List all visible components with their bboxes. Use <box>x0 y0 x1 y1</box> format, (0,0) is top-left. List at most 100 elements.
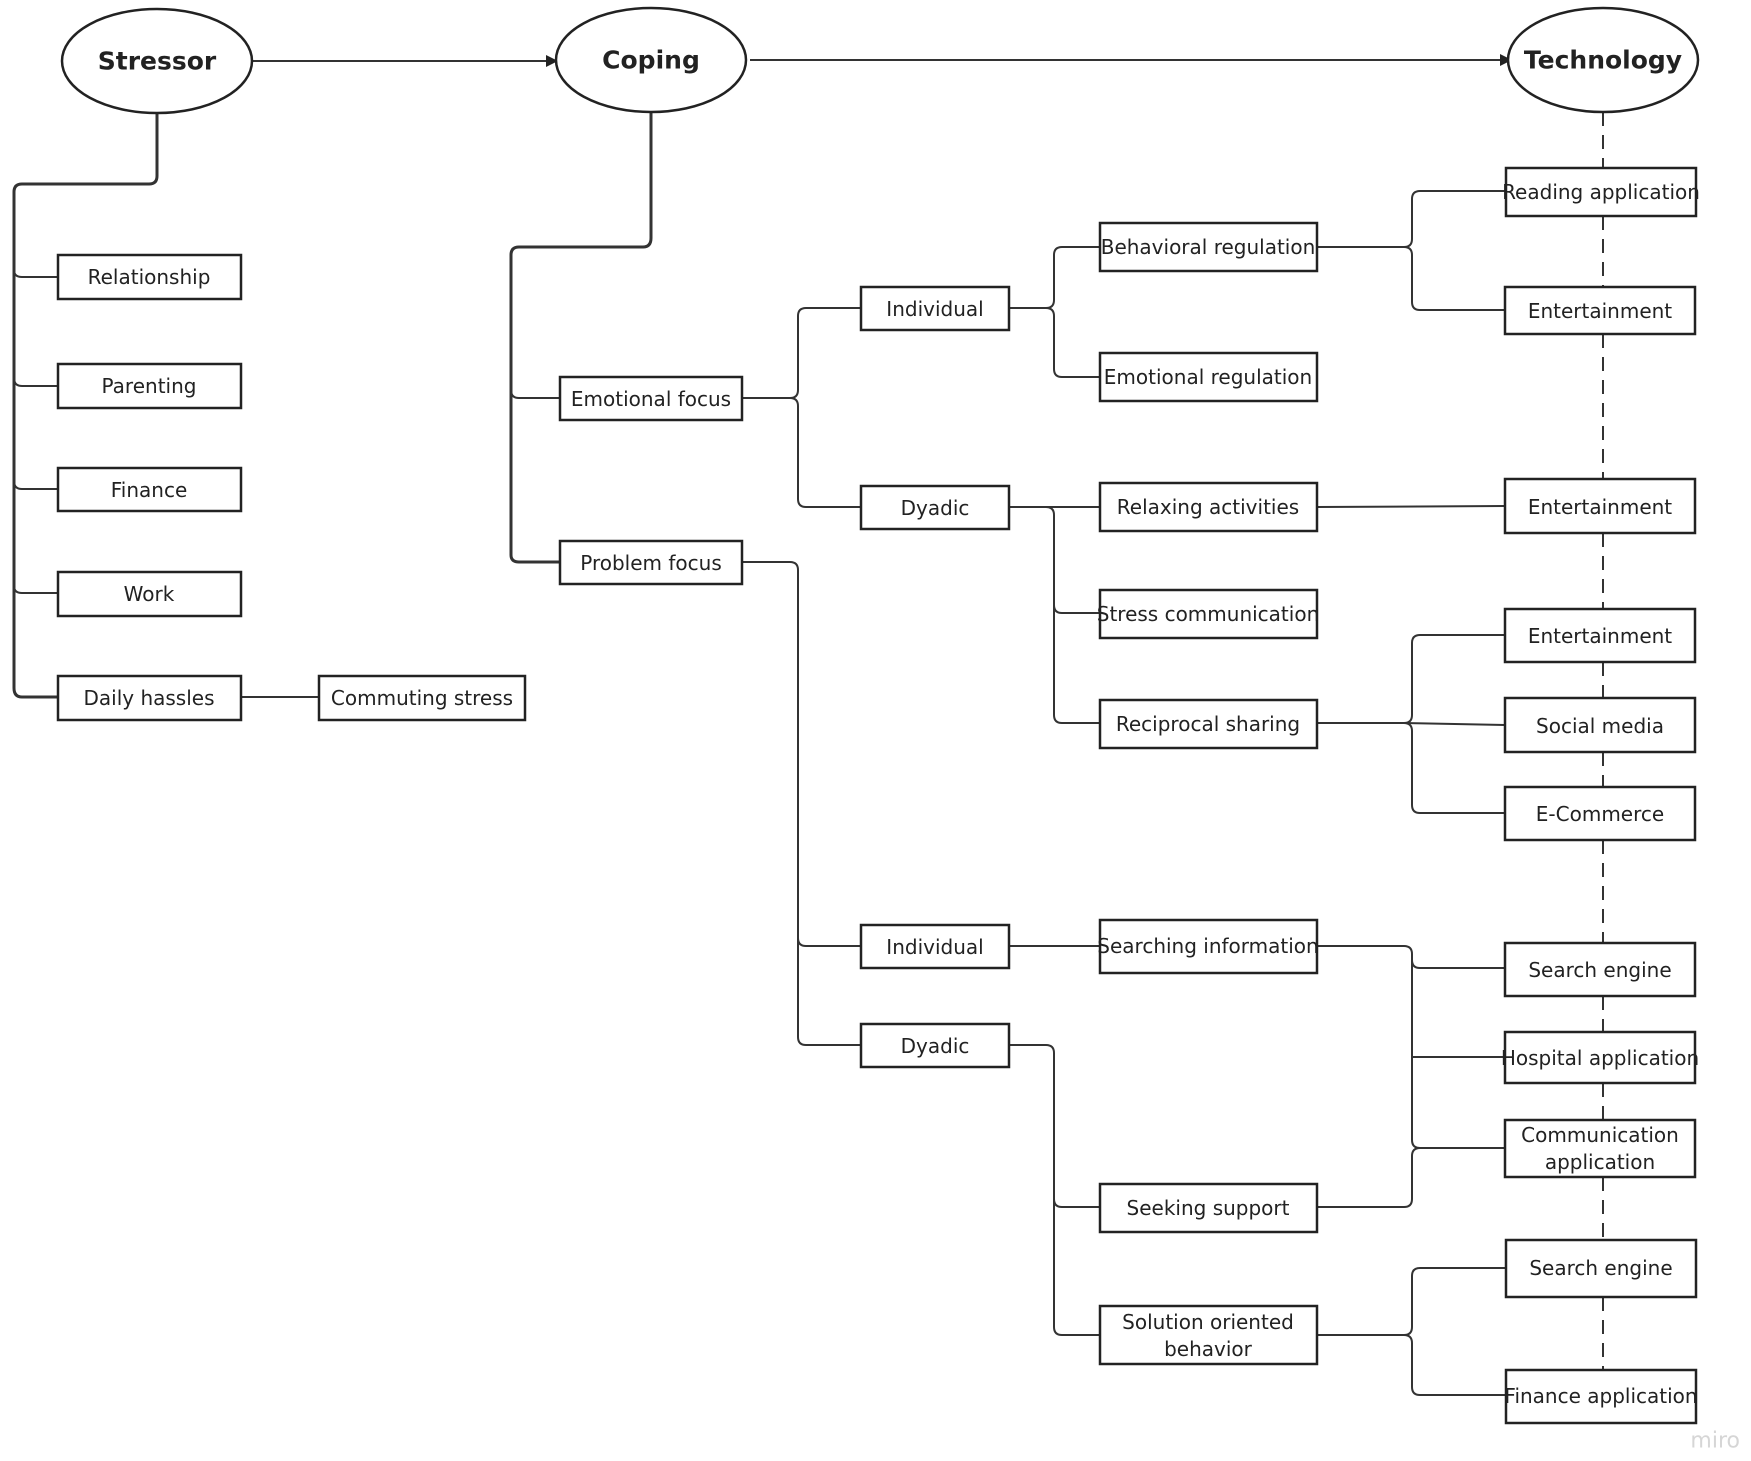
node-entertainment-2-label: Entertainment <box>1528 495 1672 519</box>
connector-parenting <box>13 377 58 387</box>
connector-reciprocal-social-media <box>1403 722 1506 726</box>
node-reading-application-label: Reading application <box>1502 180 1700 204</box>
node-problem-focus[interactable]: Problem focus <box>558 539 744 586</box>
node-ef-individual[interactable]: Individual <box>859 285 1011 332</box>
connector-reciprocal-sharing <box>1053 605 1100 724</box>
connector-finance <box>13 480 58 490</box>
node-communication-application[interactable]: Communication application <box>1503 1118 1697 1179</box>
node-entertainment-3[interactable]: Entertainment <box>1503 607 1697 664</box>
node-communication-application-label-1: Communication <box>1521 1123 1679 1147</box>
node-entertainment-3-label: Entertainment <box>1528 624 1672 648</box>
node-pf-individual[interactable]: Individual <box>859 923 1011 970</box>
connector-seeking-support <box>1053 1198 1100 1208</box>
node-seeking-support[interactable]: Seeking support <box>1098 1182 1319 1234</box>
node-emotional-regulation-label: Emotional regulation <box>1104 365 1312 389</box>
node-solution-oriented[interactable]: Solution oriented behavior <box>1098 1304 1319 1366</box>
node-solution-oriented-label-1: Solution oriented <box>1122 1310 1294 1334</box>
connector-stressor-spine <box>12 112 159 699</box>
node-hospital-application[interactable]: Hospital application <box>1501 1030 1699 1085</box>
node-parenting-label: Parenting <box>102 374 197 398</box>
node-ef-individual-label: Individual <box>886 297 983 321</box>
miro-watermark: miro <box>1690 1429 1740 1454</box>
connector-emotional-focus <box>510 389 560 399</box>
node-entertainment-2[interactable]: Entertainment <box>1503 477 1697 535</box>
node-relaxing-activities-label: Relaxing activities <box>1117 495 1299 519</box>
node-entertainment-1-label: Entertainment <box>1528 299 1672 323</box>
node-pf-dyadic-label: Dyadic <box>901 1034 970 1058</box>
node-behavioral-regulation-label: Behavioral regulation <box>1101 235 1316 259</box>
node-communication-application-label-2: application <box>1545 1150 1655 1174</box>
node-search-engine-1-label: Search engine <box>1528 958 1671 982</box>
connector-work <box>13 585 58 594</box>
node-emotional-focus-label: Emotional focus <box>571 387 731 411</box>
node-reciprocal-sharing[interactable]: Reciprocal sharing <box>1098 698 1319 750</box>
node-daily-hassles[interactable]: Daily hassles <box>56 674 243 722</box>
node-stress-communication[interactable]: Stress communication <box>1097 588 1320 640</box>
connector-stress-communication <box>1045 506 1100 614</box>
node-behavioral-regulation[interactable]: Behavioral regulation <box>1098 221 1319 273</box>
node-e-commerce[interactable]: E-Commerce <box>1503 785 1697 842</box>
connector-behavioral-entertainment <box>1403 246 1505 311</box>
connector-seeking-communication <box>1317 1147 1421 1208</box>
header-coping-label: Coping <box>602 46 700 75</box>
connector-ef-dyadic <box>789 397 861 508</box>
node-work[interactable]: Work <box>56 570 243 618</box>
connector-solution-search-engine <box>1317 1267 1506 1336</box>
node-search-engine-2-label: Search engine <box>1529 1256 1672 1280</box>
node-daily-hassles-label: Daily hassles <box>83 686 214 710</box>
connector-pf-spine <box>742 561 861 1046</box>
node-solution-oriented-label-2: behavior <box>1164 1337 1253 1361</box>
connector-emotional-regulation <box>1045 307 1100 378</box>
node-pf-individual-label: Individual <box>886 935 983 959</box>
connectors <box>12 54 1512 1396</box>
node-pf-dyadic[interactable]: Dyadic <box>859 1022 1011 1069</box>
header-coping[interactable]: Coping <box>554 6 748 114</box>
node-seeking-support-label: Seeking support <box>1127 1196 1290 1220</box>
node-finance-application[interactable]: Finance application <box>1504 1368 1698 1425</box>
header-stressor[interactable]: Stressor <box>60 7 254 115</box>
node-relationship-label: Relationship <box>88 265 211 289</box>
node-commuting-stress[interactable]: Commuting stress <box>317 674 527 722</box>
connector-behavioral-reading <box>1317 190 1506 248</box>
connector-coping-spine <box>509 112 653 564</box>
node-finance-label: Finance <box>111 478 188 502</box>
node-commuting-stress-label: Commuting stress <box>331 686 513 710</box>
node-entertainment-1[interactable]: Entertainment <box>1503 285 1697 336</box>
node-reciprocal-sharing-label: Reciprocal sharing <box>1116 712 1300 736</box>
node-hospital-application-label: Hospital application <box>1501 1046 1699 1070</box>
connector-searching-bus <box>1317 945 1505 1149</box>
node-searching-information[interactable]: Searching information <box>1097 918 1319 975</box>
node-reading-application[interactable]: Reading application <box>1502 166 1700 218</box>
connector-pf-dyadic-spine <box>1009 1044 1100 1336</box>
node-ef-dyadic-label: Dyadic <box>901 496 970 520</box>
node-relationship[interactable]: Relationship <box>56 253 243 301</box>
node-finance-application-label: Finance application <box>1504 1384 1697 1408</box>
node-relaxing-activities[interactable]: Relaxing activities <box>1098 481 1319 533</box>
connector-searching-search-engine <box>1411 959 1505 969</box>
node-social-media-label: Social media <box>1536 714 1664 738</box>
node-emotional-regulation[interactable]: Emotional regulation <box>1098 351 1319 403</box>
node-search-engine-2[interactable]: Search engine <box>1504 1238 1698 1299</box>
node-emotional-focus[interactable]: Emotional focus <box>558 375 744 422</box>
node-searching-information-label: Searching information <box>1097 934 1318 958</box>
connector-reciprocal-ecommerce <box>1403 722 1505 814</box>
connector-behavioral-regulation <box>1009 246 1100 309</box>
header-technology-label: Technology <box>1524 46 1682 75</box>
node-stress-communication-label: Stress communication <box>1097 602 1320 626</box>
node-search-engine-1[interactable]: Search engine <box>1503 941 1697 998</box>
node-problem-focus-label: Problem focus <box>580 551 722 575</box>
connector-ef-individual <box>742 307 861 399</box>
node-ef-dyadic[interactable]: Dyadic <box>859 484 1011 531</box>
node-parenting[interactable]: Parenting <box>56 362 243 410</box>
node-finance[interactable]: Finance <box>56 466 243 513</box>
connector-relationship <box>13 269 58 278</box>
connector-solution-finance <box>1403 1334 1506 1396</box>
connector-relaxing-entertainment <box>1316 505 1506 508</box>
node-e-commerce-label: E-Commerce <box>1536 802 1664 826</box>
header-stressor-label: Stressor <box>98 47 217 76</box>
header-technology[interactable]: Technology <box>1506 6 1700 114</box>
connector-reciprocal-entertainment <box>1317 634 1505 724</box>
node-social-media[interactable]: Social media <box>1503 696 1697 754</box>
node-work-label: Work <box>124 582 175 606</box>
